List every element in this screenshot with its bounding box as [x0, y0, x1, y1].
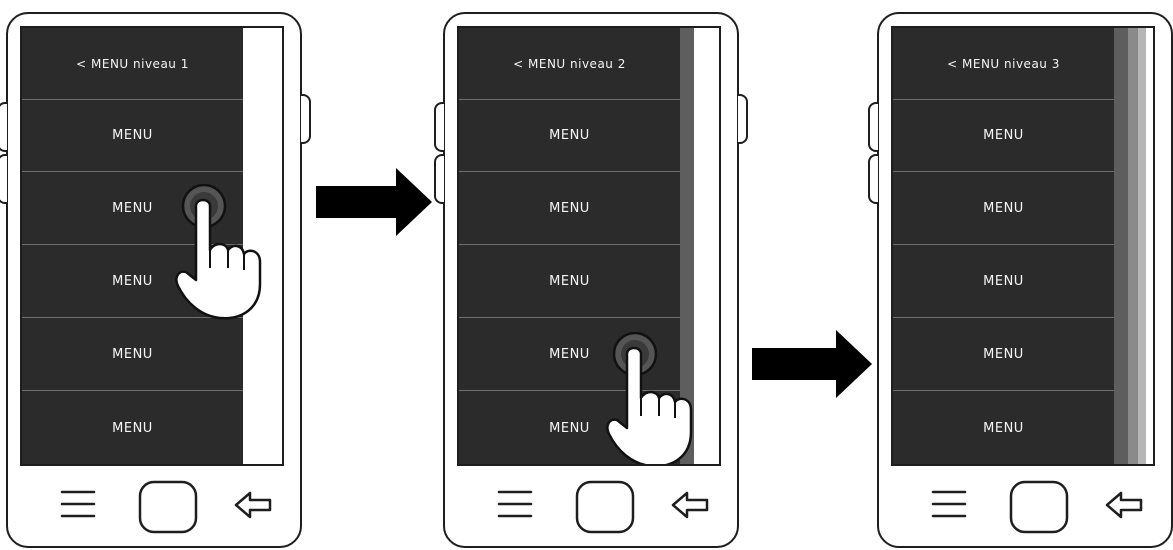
- home-square-icon[interactable]: [1009, 480, 1069, 534]
- phone-screen: < MENU niveau 3 MENU MENU MENU MENU MENU: [891, 26, 1155, 466]
- menu-item[interactable]: MENU: [22, 100, 243, 172]
- phone-mockup-level-1: < MENU niveau 1 MENU MENU MENU MENU MENU: [0, 12, 311, 548]
- menu-item[interactable]: MENU: [893, 246, 1114, 318]
- menu-back-header[interactable]: < MENU niveau 3: [893, 28, 1114, 100]
- menu-item[interactable]: MENU: [22, 319, 243, 391]
- menu-item[interactable]: MENU: [893, 392, 1114, 464]
- level-1-strip: [680, 28, 694, 464]
- menu-item[interactable]: MENU: [893, 100, 1114, 172]
- home-square-icon[interactable]: [575, 480, 635, 534]
- side-button-left-lower[interactable]: [0, 154, 7, 204]
- phone-mockup-level-3: < MENU niveau 3 MENU MENU MENU MENU MENU: [868, 12, 1173, 548]
- menu-panel: < MENU niveau 3 MENU MENU MENU MENU MENU: [893, 28, 1114, 464]
- menu-item[interactable]: MENU: [459, 173, 680, 245]
- menu-item[interactable]: MENU: [893, 319, 1114, 391]
- level-1-strip: [1114, 28, 1128, 464]
- phone-nav-bar: [457, 476, 725, 540]
- side-button-left[interactable]: [0, 102, 7, 152]
- menu-panel: < MENU niveau 1 MENU MENU MENU MENU MENU: [22, 28, 243, 464]
- hamburger-menu-icon[interactable]: [931, 484, 967, 524]
- right-arrow-icon: [316, 168, 432, 236]
- phone-mockup-level-2: < MENU niveau 2 MENU MENU MENU MENU MENU: [434, 12, 748, 548]
- level-2-strip: [1128, 28, 1138, 464]
- side-button-right[interactable]: [738, 94, 748, 144]
- menu-item[interactable]: MENU: [893, 173, 1114, 245]
- side-button-right[interactable]: [301, 94, 311, 144]
- hamburger-menu-icon[interactable]: [60, 484, 96, 524]
- hamburger-menu-icon[interactable]: [497, 484, 533, 524]
- home-square-icon[interactable]: [138, 480, 198, 534]
- menu-back-header[interactable]: < MENU niveau 2: [459, 28, 680, 100]
- phone-nav-bar: [20, 476, 288, 540]
- right-arrow-icon: [752, 330, 872, 398]
- back-arrow-icon[interactable]: [234, 490, 274, 520]
- menu-item[interactable]: MENU: [459, 246, 680, 318]
- menu-item[interactable]: MENU: [459, 100, 680, 172]
- back-arrow-icon[interactable]: [1105, 490, 1145, 520]
- phone-screen: < MENU niveau 1 MENU MENU MENU MENU MENU: [20, 26, 284, 466]
- phone-screen: < MENU niveau 2 MENU MENU MENU MENU MENU: [457, 26, 721, 466]
- menu-item[interactable]: MENU: [22, 392, 243, 464]
- side-button-left[interactable]: [434, 102, 444, 152]
- menu-panel: < MENU niveau 2 MENU MENU MENU MENU MENU: [459, 28, 680, 464]
- side-button-left-lower[interactable]: [868, 154, 878, 204]
- tapping-hand-icon: [175, 184, 262, 320]
- side-button-left-lower[interactable]: [434, 154, 444, 204]
- menu-back-header[interactable]: < MENU niveau 1: [22, 28, 243, 100]
- level-3-strip: [1138, 28, 1146, 464]
- side-button-left[interactable]: [868, 102, 878, 152]
- phone-nav-bar: [891, 476, 1159, 540]
- tapping-hand-icon: [606, 332, 693, 464]
- back-arrow-icon[interactable]: [671, 490, 711, 520]
